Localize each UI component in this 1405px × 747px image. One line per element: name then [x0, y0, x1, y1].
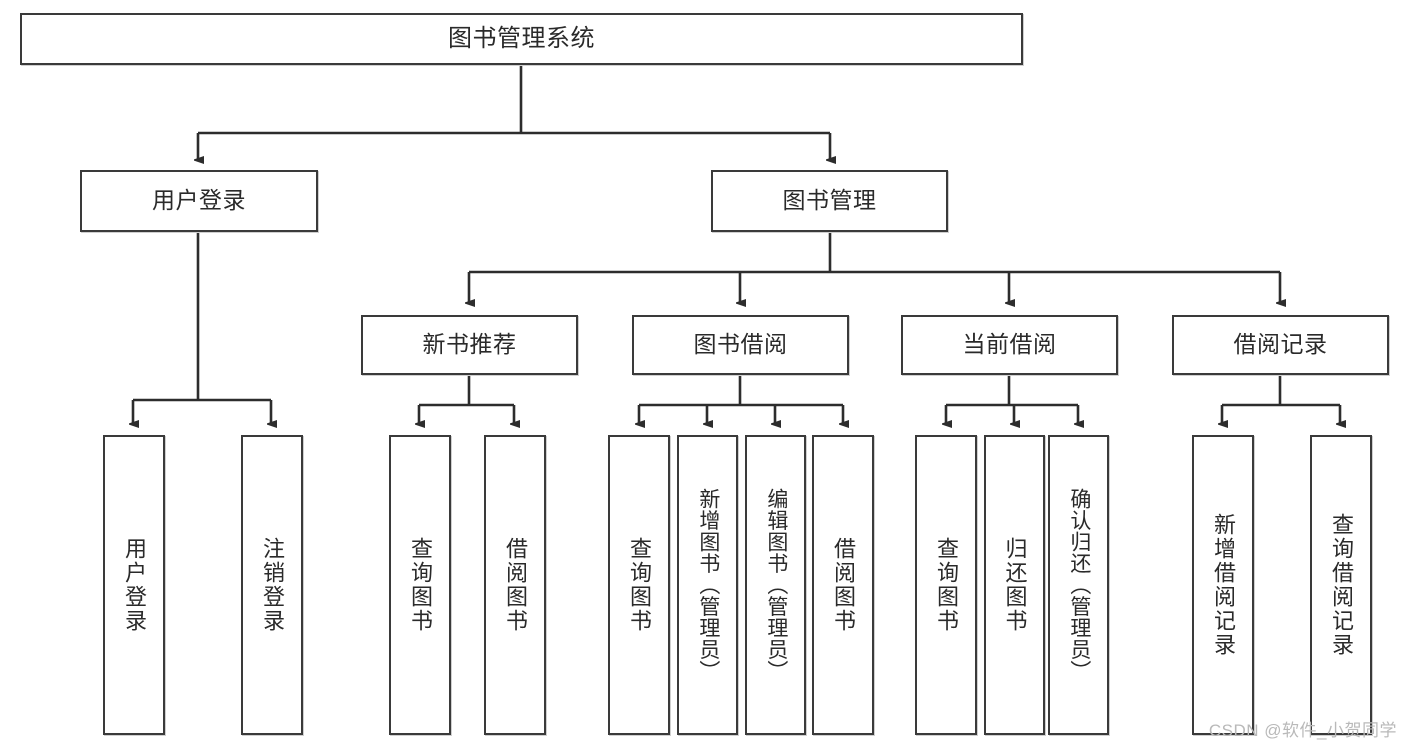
node-current-borrow[interactable]: 当前借阅	[901, 315, 1118, 375]
node-book-manage[interactable]: 图书管理	[711, 170, 948, 232]
leaf-label: 查询图书	[407, 537, 433, 633]
leaf-logout-login[interactable]: 注销登录	[241, 435, 303, 735]
node-new-book-recommend[interactable]: 新书推荐	[361, 315, 578, 375]
leaf-borrow-book-1[interactable]: 借阅图书	[484, 435, 546, 735]
leaf-label: 确认归还（管理员）	[1067, 488, 1091, 682]
node-label: 新书推荐	[422, 331, 517, 358]
node-borrow-record[interactable]: 借阅记录	[1172, 315, 1389, 375]
leaf-label: 注销登录	[259, 537, 285, 633]
leaf-label: 归还图书	[1002, 537, 1028, 633]
leaf-borrow-book-2[interactable]: 借阅图书	[812, 435, 874, 735]
node-label: 用户登录	[152, 187, 246, 214]
leaf-add-record[interactable]: 新增借阅记录	[1192, 435, 1254, 735]
leaf-edit-book[interactable]: 编辑图书（管理员）	[745, 435, 806, 735]
leaf-query-book-1[interactable]: 查询图书	[389, 435, 451, 735]
leaf-label: 用户登录	[121, 537, 147, 633]
leaf-label: 借阅图书	[502, 537, 528, 633]
node-user-login[interactable]: 用户登录	[80, 170, 318, 232]
leaf-label: 查询图书	[626, 537, 652, 633]
leaf-query-book-2[interactable]: 查询图书	[608, 435, 670, 735]
node-label: 图书管理系统	[448, 24, 595, 52]
node-label: 图书借阅	[693, 331, 788, 358]
leaf-query-record[interactable]: 查询借阅记录	[1310, 435, 1372, 735]
node-book-borrow[interactable]: 图书借阅	[632, 315, 849, 375]
node-label: 借阅记录	[1233, 331, 1328, 358]
leaf-query-book-3[interactable]: 查询图书	[915, 435, 977, 735]
watermark-text: CSDN @软件_小贺同学	[1208, 721, 1397, 740]
node-label: 图书管理	[782, 187, 877, 214]
leaf-label: 新增图书（管理员）	[696, 488, 720, 682]
leaf-return-book[interactable]: 归还图书	[984, 435, 1045, 735]
leaf-label: 查询图书	[933, 537, 959, 633]
leaf-label: 编辑图书（管理员）	[764, 488, 788, 682]
leaf-label: 新增借阅记录	[1210, 513, 1236, 657]
leaf-label: 借阅图书	[830, 537, 856, 633]
leaf-user-login[interactable]: 用户登录	[103, 435, 165, 735]
node-label: 当前借阅	[962, 331, 1057, 358]
node-library-management-system[interactable]: 图书管理系统	[20, 13, 1023, 65]
leaf-add-book[interactable]: 新增图书（管理员）	[677, 435, 738, 735]
leaf-label: 查询借阅记录	[1328, 513, 1354, 657]
leaf-confirm-return[interactable]: 确认归还（管理员）	[1048, 435, 1109, 735]
